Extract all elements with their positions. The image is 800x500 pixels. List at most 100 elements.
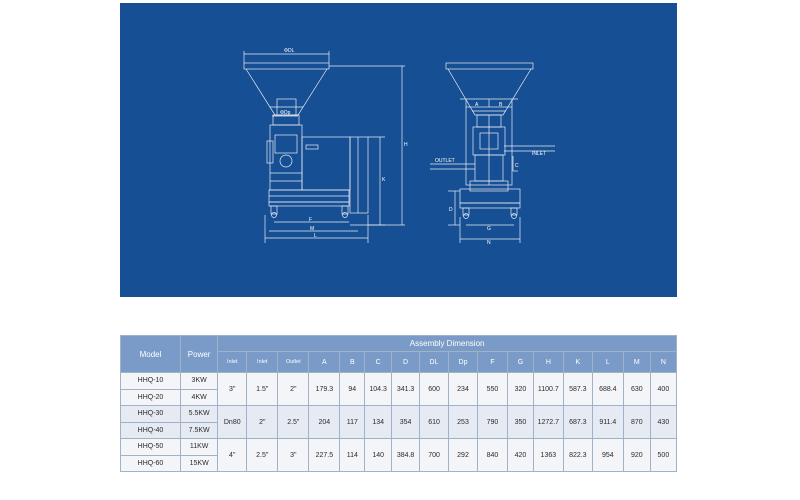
dimension-cell: 420 — [506, 438, 534, 472]
dimension-cell: 1.5" — [246, 372, 279, 406]
power-cell: 4KW — [180, 388, 219, 406]
label-b: B — [499, 102, 503, 108]
dimension-cell: 600 — [419, 372, 450, 406]
model-cell: HHQ-50 — [119, 438, 182, 456]
dimension-cell: 1100.7 — [532, 372, 564, 406]
power-cell: 11KW — [180, 438, 219, 456]
power-cell: 15KW — [180, 454, 219, 472]
header-assembly-dimension: Assembly Dimension — [217, 335, 677, 352]
sub-header-2: Outlet — [277, 351, 310, 373]
sub-header-4: B — [339, 351, 366, 373]
dimension-cell: 104.3 — [364, 372, 393, 406]
sub-header-9: F — [476, 351, 508, 373]
dimension-cell: 2" — [277, 372, 310, 406]
dimension-cell: 911.4 — [591, 405, 624, 439]
sub-header-5: C — [364, 351, 393, 373]
dimension-cell: 94 — [339, 372, 366, 406]
dimension-cell: 134 — [364, 405, 393, 439]
dimension-cell: 550 — [476, 372, 508, 406]
label-dp: ΦDp — [280, 110, 291, 116]
dimension-cell: 920 — [622, 438, 651, 472]
label-m: M — [310, 226, 314, 232]
label-g: G — [487, 226, 491, 232]
sub-header-12: K — [562, 351, 593, 373]
dimension-cell: 1363 — [532, 438, 564, 472]
dimension-cell: 3" — [277, 438, 310, 472]
dimension-cell: 870 — [622, 405, 651, 439]
sub-header-7: DL — [419, 351, 450, 373]
sub-header-13: L — [591, 351, 624, 373]
dimension-cell: 350 — [506, 405, 534, 439]
label-a: A — [475, 102, 479, 108]
dimension-cell: 227.5 — [308, 438, 341, 472]
dimension-cell: 234 — [448, 372, 478, 406]
sub-header-3: A — [308, 351, 341, 373]
dimension-cell: 179.3 — [308, 372, 341, 406]
dimension-cell: 354 — [391, 405, 421, 439]
label-inlet: INLET — [532, 151, 546, 157]
dimension-cell: 610 — [419, 405, 450, 439]
dimension-cell: 400 — [649, 372, 678, 406]
dimension-cell: 630 — [622, 372, 651, 406]
dimension-cell: 140 — [364, 438, 393, 472]
power-cell: 5.5KW — [180, 405, 219, 423]
model-cell: HHQ-40 — [119, 421, 182, 439]
label-h: H — [404, 142, 408, 148]
dimension-cell: 253 — [448, 405, 478, 439]
dimension-cell: 4" — [217, 438, 248, 472]
power-cell: 7.5KW — [180, 421, 219, 439]
dimension-cell: 2.5" — [277, 405, 310, 439]
dimension-cell: 500 — [649, 438, 678, 472]
dimension-cell: 204 — [308, 405, 341, 439]
label-n: N — [487, 240, 491, 246]
dimension-cell: 954 — [591, 438, 624, 472]
dimension-cell: 384.8 — [391, 438, 421, 472]
dimension-cell: 292 — [448, 438, 478, 472]
sub-header-10: G — [506, 351, 534, 373]
label-outlet: OUTLET — [435, 158, 455, 164]
dimension-cell: 117 — [339, 405, 366, 439]
label-l: L — [314, 233, 317, 239]
sub-header-6: D — [391, 351, 421, 373]
dimension-cell: 700 — [419, 438, 450, 472]
dimension-cell: 587.3 — [562, 372, 593, 406]
header-model: Model — [119, 335, 182, 373]
label-f: F — [309, 217, 312, 223]
model-cell: HHQ-30 — [119, 405, 182, 423]
sub-header-14: M — [622, 351, 651, 373]
label-k: K — [382, 177, 386, 183]
left-view — [243, 51, 405, 243]
label-d: D — [449, 207, 453, 213]
label-diameter: ΦDL — [284, 48, 295, 54]
dimension-cell: 822.3 — [562, 438, 593, 472]
right-view — [430, 62, 555, 243]
dimension-cell: 2" — [246, 405, 279, 439]
machine-drawing: ΦDL ΦDp H K F M L A B OUTLET INLET C D G… — [243, 48, 555, 246]
dimension-cell: 688.4 — [591, 372, 624, 406]
dimension-cell: 840 — [476, 438, 508, 472]
technical-drawing-panel: ΦDL ΦDp H K F M L A B OUTLET INLET C D G… — [120, 3, 677, 297]
dimension-cell: 320 — [506, 372, 534, 406]
dimension-cell: 341.3 — [391, 372, 421, 406]
dimension-cell: 790 — [476, 405, 508, 439]
power-cell: 3KW — [180, 372, 219, 390]
model-cell: HHQ-60 — [119, 454, 182, 472]
sub-header-8: Dp — [448, 351, 478, 373]
sub-header-15: N — [649, 351, 678, 373]
model-cell: HHQ-10 — [119, 372, 182, 390]
label-c: C — [515, 163, 519, 169]
sub-header-0: Inlet — [217, 351, 248, 373]
sub-header-1: Inlet — [246, 351, 279, 373]
dimension-cell: 2.5" — [246, 438, 279, 472]
model-cell: HHQ-20 — [119, 388, 182, 406]
dimension-cell: 687.3 — [562, 405, 593, 439]
dimension-cell: 1272.7 — [532, 405, 564, 439]
